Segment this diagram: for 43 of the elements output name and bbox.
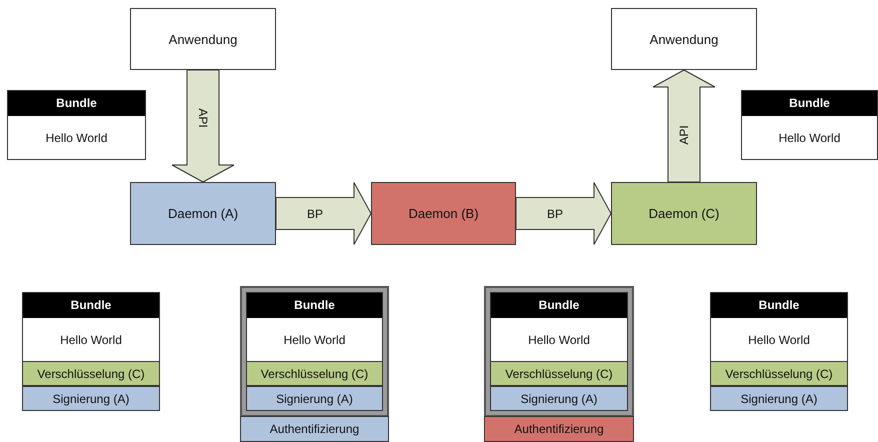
bundle-header: Bundle xyxy=(711,293,847,318)
bundle-header: Bundle xyxy=(247,293,382,318)
bundle-header: Bundle xyxy=(742,91,877,116)
bundle-header: Bundle xyxy=(8,91,145,116)
layer-band: Authentifizierung xyxy=(484,416,634,442)
layer-band: Verschlüsselung (C) xyxy=(490,361,628,386)
edge-label: BP xyxy=(547,206,563,220)
process-box: Daemon (A) xyxy=(130,182,276,245)
block-arrow xyxy=(276,182,372,245)
process-box: Daemon (B) xyxy=(371,182,516,245)
layer-band: Signierung (A) xyxy=(246,386,383,411)
block-arrow xyxy=(516,182,612,245)
bundle-box xyxy=(7,90,146,160)
bundle-content: Hello World xyxy=(59,332,123,349)
process-box: Anwendung xyxy=(130,8,276,70)
layer-band: Signierung (A) xyxy=(490,386,628,411)
bundle-box xyxy=(22,292,160,411)
container-frame xyxy=(484,286,634,417)
edge-label: API xyxy=(677,124,691,144)
bundle-box xyxy=(710,292,848,411)
process-box: Anwendung xyxy=(611,8,757,70)
bundle-header: Bundle xyxy=(23,293,159,318)
bundle-content: Hello World xyxy=(527,332,591,349)
bundle-content: Hello World xyxy=(747,332,811,349)
bundle-box xyxy=(741,90,878,160)
layer-band: Authentifizierung xyxy=(240,416,389,442)
layer-band: Verschlüsselung (C) xyxy=(710,361,848,386)
bundle-box xyxy=(246,292,383,411)
bundle-content: Hello World xyxy=(282,332,346,349)
container-frame xyxy=(240,286,389,417)
block-arrow xyxy=(172,70,234,183)
layer-band: Signierung (A) xyxy=(710,386,848,411)
layer-band: Verschlüsselung (C) xyxy=(22,361,160,386)
process-box: Daemon (C) xyxy=(611,182,757,245)
edge-label: BP xyxy=(307,206,323,220)
bundle-box xyxy=(490,292,628,411)
layer-band: Verschlüsselung (C) xyxy=(246,361,383,386)
layer-band: Signierung (A) xyxy=(22,386,160,411)
block-arrow xyxy=(652,69,716,182)
edge-label: API xyxy=(196,108,210,128)
bundle-content: Hello World xyxy=(44,130,108,147)
bundle-content: Hello World xyxy=(778,130,842,147)
bundle-header: Bundle xyxy=(491,293,627,318)
